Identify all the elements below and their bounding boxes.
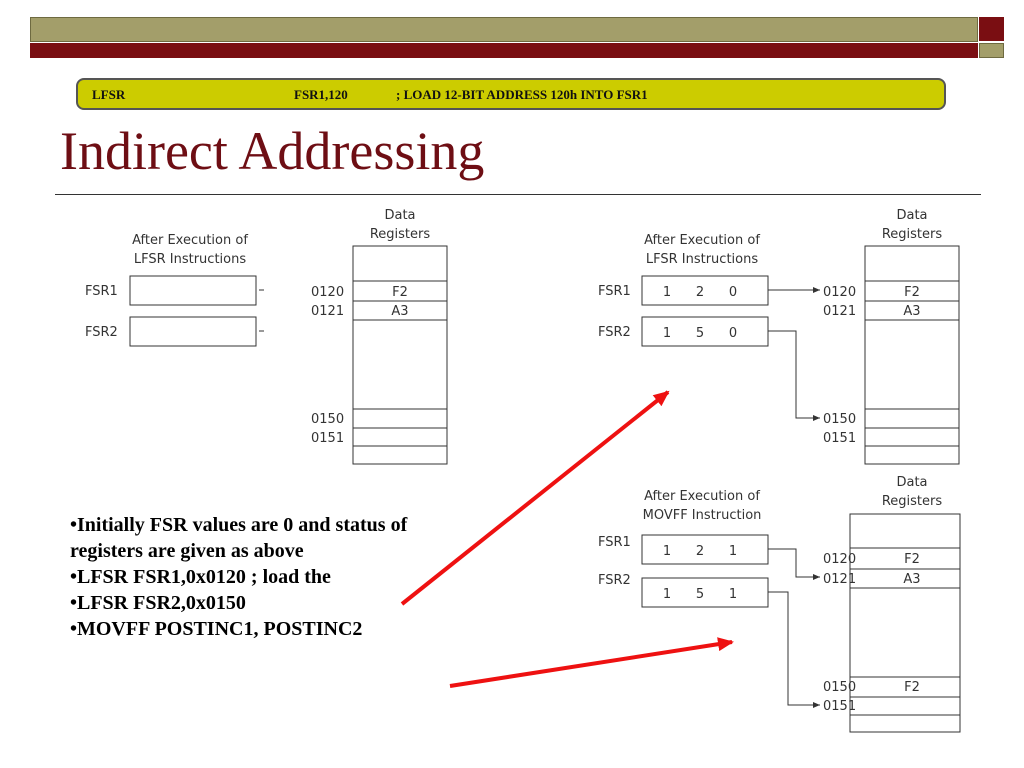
- d1-addr-0151: 0151: [311, 431, 344, 446]
- code-operands: FSR1,120: [294, 87, 348, 102]
- d2-addr-0120: 0120: [823, 285, 856, 300]
- d3-fsr2-box: [641, 577, 769, 608]
- title-divider: [55, 194, 981, 195]
- d2-val-0121: A3: [903, 304, 920, 319]
- d3-data-title-line1: Data: [896, 475, 927, 490]
- header-band-bottom: [30, 43, 978, 58]
- corner-square-red: [979, 17, 1004, 41]
- d1-data-title-line1: Data: [384, 208, 415, 223]
- d2-data-title-line2: Registers: [882, 227, 943, 242]
- d2-fsr2-box: [641, 316, 769, 347]
- d3-fsr2-digit-1: 1: [663, 587, 671, 602]
- corner-square-olive: [979, 43, 1004, 58]
- bullet-lfsr-fsr1: •LFSR FSR1,0x0120 ; load the: [70, 566, 331, 588]
- d2-fsr1-digit-3: 0: [729, 285, 737, 300]
- d2-caption-line2: LFSR Instructions: [646, 252, 758, 267]
- bullet-movff: •MOVFF POSTINC1, POSTINC2: [70, 618, 363, 640]
- d3-fsr2-label: FSR2: [598, 573, 631, 588]
- bullet-lfsr-fsr2: •LFSR FSR2,0x0150: [70, 592, 246, 614]
- d1-fsr2-label: FSR2: [85, 325, 118, 340]
- d1-addr-0120: 0120: [311, 285, 344, 300]
- d3-addr-0151: 0151: [823, 699, 856, 714]
- d3-val-0120: F2: [904, 552, 920, 567]
- d2-caption-line1: After Execution of: [644, 233, 760, 248]
- annotation-arrow-movff: [449, 637, 734, 688]
- d3-register-block: [849, 513, 961, 733]
- d2-fsr2-digit-2: 5: [696, 326, 704, 341]
- d2-fsr2-pointer-arrow: [768, 330, 820, 421]
- d2-fsr1-digit-1: 1: [663, 285, 671, 300]
- d3-addr-0121: 0121: [823, 572, 856, 587]
- d3-fsr1-digit-3: 1: [729, 544, 737, 559]
- d3-fsr2-digit-3: 1: [729, 587, 737, 602]
- d3-fsr1-digit-2: 2: [696, 544, 704, 559]
- d1-caption-line1: After Execution of: [132, 233, 248, 248]
- d3-fsr1-pointer-arrow: [768, 548, 820, 580]
- d2-fsr2-label: FSR2: [598, 325, 631, 340]
- d3-addr-0150: 0150: [823, 680, 856, 695]
- d3-fsr1-box: [641, 534, 769, 565]
- d2-fsr2-digit-3: 0: [729, 326, 737, 341]
- d2-addr-0121: 0121: [823, 304, 856, 319]
- d3-fsr2-pointer-arrow: [768, 591, 820, 708]
- diagram-after-movff: After Execution of MOVFF Instruction Dat…: [598, 475, 961, 733]
- d3-caption-line2: MOVFF Instruction: [643, 508, 762, 523]
- d1-fsr1-label: FSR1: [85, 284, 118, 299]
- d2-fsr2-digit-1: 1: [663, 326, 671, 341]
- d2-fsr1-box: [641, 275, 769, 306]
- d1-addr-0121: 0121: [311, 304, 344, 319]
- d3-val-0150: F2: [904, 680, 920, 695]
- code-comment: ; LOAD 12-BIT ADDRESS 120h INTO FSR1: [396, 87, 648, 102]
- d1-data-title-line2: Registers: [370, 227, 431, 242]
- d1-val-0120: F2: [392, 285, 408, 300]
- d1-caption-line2: LFSR Instructions: [134, 252, 246, 267]
- d2-addr-0151: 0151: [823, 431, 856, 446]
- annotation-arrow-lfsr: [400, 390, 670, 606]
- d3-fsr1-label: FSR1: [598, 535, 631, 550]
- code-instruction-bar: LFSR FSR1,120 ; LOAD 12-BIT ADDRESS 120h…: [76, 78, 946, 110]
- code-instruction: LFSR: [92, 87, 126, 102]
- d3-caption-line1: After Execution of: [644, 489, 760, 504]
- d1-addr-0150: 0150: [311, 412, 344, 427]
- d2-val-0120: F2: [904, 285, 920, 300]
- d3-fsr1-digit-1: 1: [663, 544, 671, 559]
- d1-val-0121: A3: [391, 304, 408, 319]
- d2-fsr1-digit-2: 2: [696, 285, 704, 300]
- header-band-top: [30, 17, 978, 42]
- d2-fsr1-label: FSR1: [598, 284, 631, 299]
- d2-data-title-line1: Data: [896, 208, 927, 223]
- diagram-initial-state: After Execution of LFSR Instructions Dat…: [85, 208, 448, 465]
- d3-data-title-line2: Registers: [882, 494, 943, 509]
- bullet-initial-state: •Initially FSR values are 0 and status o…: [70, 514, 408, 562]
- d3-val-0121: A3: [903, 572, 920, 587]
- d3-fsr2-digit-2: 5: [696, 587, 704, 602]
- d1-register-block: [352, 245, 448, 465]
- diagram-after-lfsr: After Execution of LFSR Instructions Dat…: [598, 208, 960, 465]
- d2-register-block: [864, 245, 960, 465]
- d1-fsr1-box: [129, 275, 257, 306]
- d3-addr-0120: 0120: [823, 552, 856, 567]
- bullet-list: •Initially FSR values are 0 and status o…: [70, 512, 450, 642]
- d2-addr-0150: 0150: [823, 412, 856, 427]
- page-title: Indirect Addressing: [60, 121, 485, 181]
- d1-fsr2-box: [129, 316, 257, 347]
